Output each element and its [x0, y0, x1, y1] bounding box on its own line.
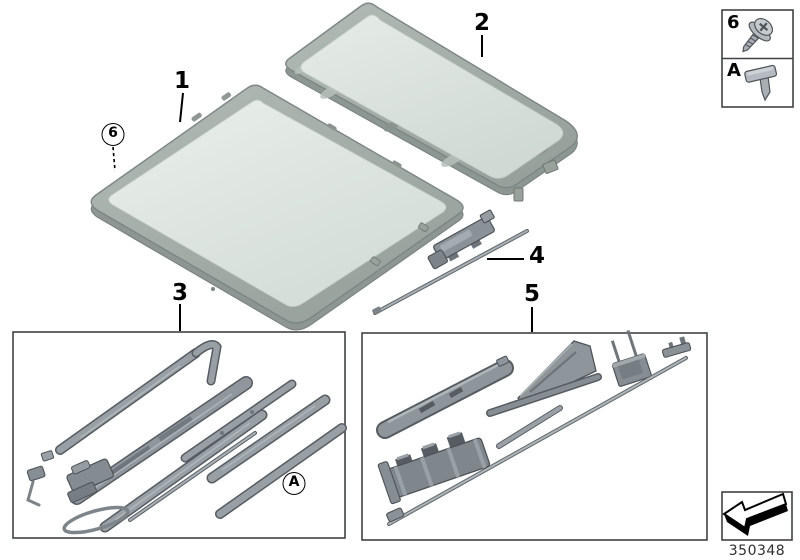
rod-end-fitting — [386, 507, 405, 523]
direction-box — [721, 491, 793, 541]
pin-bracket-part — [610, 329, 652, 387]
wind-deflector-mechanism — [372, 209, 529, 315]
rod-end-fitting-2 — [661, 336, 692, 358]
wedge-bracket-part — [486, 340, 602, 417]
callout-4-wind-deflector[interactable]: 4 — [528, 243, 546, 269]
clip-icon — [744, 64, 778, 102]
latch-part — [26, 450, 55, 507]
front-glass-panel — [90, 84, 464, 331]
callout-1-front-glass[interactable]: 1 — [173, 68, 191, 94]
callout-5-mech-kit-right[interactable]: 5 — [523, 281, 541, 307]
callout-2-rear-glass[interactable]: 2 — [473, 10, 491, 36]
screw-icon — [742, 17, 774, 53]
leader-lines — [112, 35, 533, 332]
direction-arrow-icon — [722, 492, 788, 536]
rear-glass-panel — [285, 2, 578, 202]
callout-3-mech-kit-left[interactable]: 3 — [171, 280, 189, 306]
legend-key-6: 6 — [727, 12, 740, 33]
rear-panel-hinge-tab — [513, 187, 524, 202]
parts-box-left — [12, 331, 346, 539]
front-frame-details — [191, 92, 429, 291]
spring-loop-part — [62, 505, 130, 535]
legend-key-a: A — [727, 60, 741, 81]
rear-panel-hinge-tab-2 — [542, 159, 559, 174]
parts-box-right — [361, 332, 708, 541]
diagram-number: 350348 — [728, 543, 786, 559]
callout-6-screw-circle[interactable]: 6 — [101, 123, 125, 146]
cassette-bracket-part — [377, 431, 491, 505]
legend-box — [721, 9, 794, 108]
bracket-part — [66, 458, 114, 503]
parts-kit-left — [26, 340, 347, 535]
parts-kit-right — [376, 329, 692, 526]
callout-a-variant-circle[interactable]: A — [282, 472, 306, 495]
